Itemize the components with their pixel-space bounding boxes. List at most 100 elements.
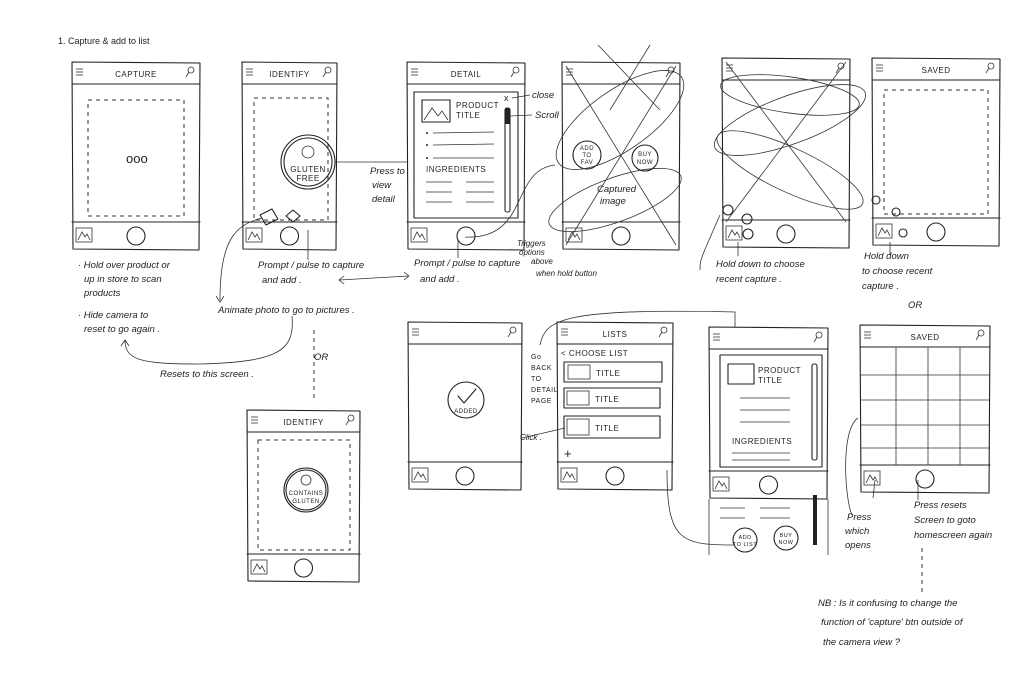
search-icon[interactable] [507, 326, 517, 338]
capture-button[interactable] [126, 226, 146, 246]
recent-capture-icon[interactable] [898, 228, 908, 238]
list-item-title: TITLE [596, 369, 620, 378]
add-to-fav-button[interactable]: ADD TO FAV [572, 140, 602, 170]
list-item[interactable]: TITLE [563, 361, 663, 383]
badge-line: FREE [296, 174, 319, 183]
camera-viewfinder [257, 439, 351, 551]
annotation-line: and add . [420, 274, 460, 285]
smiley-icon [301, 145, 315, 159]
annotation-scroll: Scroll [535, 110, 560, 121]
gallery-icon[interactable] [875, 223, 893, 239]
gallery-icon[interactable] [565, 227, 583, 243]
search-icon[interactable] [322, 66, 332, 78]
annotation-line: function of 'capture' btn outside of [821, 617, 964, 628]
contains-gluten-badge[interactable]: CONTAINS GLUTEN [283, 467, 329, 513]
annotation-line: Hold down [864, 251, 909, 262]
hamburger-menu-icon[interactable] [713, 333, 720, 341]
gluten-free-badge[interactable]: GLUTEN FREE [280, 134, 336, 190]
search-icon[interactable] [835, 62, 845, 74]
add-to-list-button[interactable]: ADD TO LIST [732, 527, 758, 553]
hamburger-menu-icon[interactable] [876, 64, 883, 72]
capture-button[interactable] [926, 222, 946, 242]
back-link[interactable]: < CHOOSE LIST [561, 349, 628, 358]
hamburger-menu-icon[interactable] [411, 68, 418, 76]
scroll-thumb[interactable] [813, 495, 817, 545]
annotation-line: Hold down to choose [716, 259, 805, 270]
search-icon[interactable] [658, 326, 668, 338]
ingredients-heading: INGREDIENTS [732, 437, 792, 446]
capture-button[interactable] [455, 466, 475, 486]
gallery-icon[interactable] [250, 559, 268, 575]
list-item[interactable]: TITLE [563, 387, 661, 409]
scrollbar[interactable] [811, 363, 818, 461]
capture-button[interactable] [776, 224, 796, 244]
search-icon[interactable] [975, 329, 985, 341]
phone-frame [407, 321, 523, 491]
annotation-line: homescreen again [914, 530, 992, 541]
phone-frame [406, 61, 526, 251]
annotation-line: Prompt / pulse to capture [258, 260, 364, 271]
badge-line: CONTAINS [289, 491, 324, 497]
recent-capture-icon[interactable] [722, 204, 734, 216]
button-label: BUY [638, 152, 652, 158]
list-item[interactable]: TITLE [563, 415, 661, 439]
screen-title: SAVED [910, 333, 939, 342]
gallery-icon[interactable] [411, 467, 429, 483]
capture-button[interactable] [293, 558, 314, 578]
phone-frame [241, 61, 338, 251]
product-image-icon [421, 99, 451, 123]
button-label: BUY [780, 533, 793, 539]
recent-capture-icon[interactable] [741, 213, 753, 225]
gallery-icon[interactable] [863, 470, 881, 486]
hamburger-menu-icon[interactable] [561, 328, 568, 336]
phone-frame [859, 324, 991, 494]
hamburger-menu-icon[interactable] [864, 331, 871, 339]
gallery-icon[interactable] [560, 467, 578, 483]
hamburger-menu-icon[interactable] [726, 64, 733, 72]
recent-capture-icon[interactable] [871, 195, 881, 205]
capture-button[interactable] [915, 469, 935, 489]
buy-now-button[interactable]: BUY NOW [773, 525, 799, 551]
button-label: ADD [580, 146, 594, 152]
search-icon[interactable] [813, 331, 823, 343]
capture-button[interactable] [279, 226, 300, 246]
gallery-icon[interactable] [725, 225, 743, 241]
close-icon[interactable]: x [504, 93, 509, 103]
hamburger-menu-icon[interactable] [246, 68, 253, 76]
search-icon[interactable] [985, 62, 995, 74]
buy-now-button[interactable]: BUY NOW [631, 144, 659, 172]
annotation-line: NB : Is it confusing to change the [818, 598, 957, 609]
screen-title: CAPTURE [115, 70, 157, 79]
image-icon [566, 390, 590, 406]
thumbnail-icon [259, 208, 279, 226]
annotation-line: Screen to goto [914, 515, 976, 526]
gallery-icon[interactable] [75, 227, 93, 243]
capture-button[interactable] [758, 475, 779, 495]
capture-button[interactable] [611, 226, 631, 246]
detail-card [719, 354, 823, 468]
annotation-line: Press resets [914, 500, 967, 511]
capture-button[interactable] [605, 466, 625, 486]
capture-button[interactable] [456, 226, 476, 246]
recent-capture-icon[interactable] [891, 207, 901, 217]
phone-detail: DETAIL PRODUCT TITLE x INGREDIENTS [406, 61, 526, 251]
phone-options-crossed: ADD TO FAV BUY NOW Captured image [548, 44, 685, 251]
search-icon[interactable] [185, 66, 195, 78]
button-label: NOW [637, 160, 653, 166]
phone-identify-contains: IDENTIFY CONTAINS GLUTEN [246, 409, 361, 583]
gallery-icon[interactable] [410, 227, 428, 243]
recent-capture-icon[interactable] [742, 228, 754, 240]
search-icon[interactable] [345, 414, 355, 426]
hamburger-menu-icon[interactable] [251, 416, 258, 424]
screen-title: LISTS [603, 330, 628, 339]
annotation-resets: Resets to this screen . [160, 369, 254, 380]
cross-out-scribble [548, 44, 685, 246]
search-icon[interactable] [510, 66, 520, 78]
gallery-icon[interactable] [245, 227, 263, 243]
gallery-icon[interactable] [712, 476, 730, 492]
phone-saved: SAVED [871, 57, 1001, 247]
hamburger-menu-icon[interactable] [412, 328, 419, 336]
hamburger-menu-icon[interactable] [76, 68, 83, 76]
add-list-button[interactable]: + [564, 446, 572, 461]
annotation-line: Triggers [517, 239, 546, 248]
